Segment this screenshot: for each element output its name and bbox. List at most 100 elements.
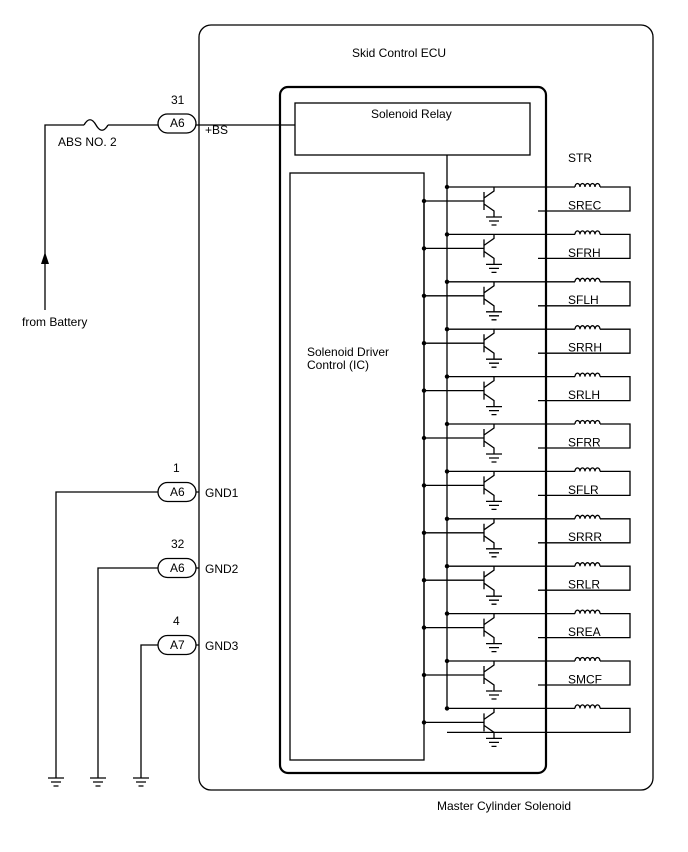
solenoid-driver-label-1: Solenoid Driver: [307, 345, 389, 359]
solenoid-relay-label: Solenoid Relay: [371, 107, 452, 121]
junction-dot: [444, 611, 450, 616]
solenoid-coil: [574, 656, 601, 662]
driver-transistor: [424, 234, 495, 265]
solenoid-row-smcf: SMCF: [421, 672, 631, 748]
connector-shell: [157, 634, 197, 656]
solenoid-coil: [574, 182, 601, 188]
ground-symbol: [486, 642, 502, 653]
solenoid-coil: [574, 325, 601, 330]
junction-dot: [444, 421, 450, 427]
solenoid-label: SFLR: [568, 483, 599, 497]
ground-symbol: [486, 405, 502, 416]
solenoid-wire: [447, 612, 631, 639]
ground-symbol: [486, 690, 502, 700]
driver-transistor: [424, 281, 495, 312]
ground-symbol: [486, 548, 502, 558]
footer-label: Master Cylinder Solenoid: [437, 799, 571, 813]
solenoid-coil: [574, 514, 601, 519]
solenoid-wire: [447, 328, 631, 354]
solenoid-row-srrh: SRRH: [421, 341, 631, 416]
connector-id: A6: [170, 561, 185, 575]
solenoid-coil: [574, 277, 601, 282]
junction-dot: [444, 279, 450, 284]
solenoid-coil: [574, 562, 601, 567]
solenoid-row-srec: SREC: [421, 198, 631, 274]
solenoid-label: SFRH: [568, 246, 601, 260]
solenoid-coil: [574, 467, 601, 472]
terminal-label: GND3: [205, 639, 239, 653]
solenoid-wire: [447, 186, 631, 212]
solenoid-label: SREC: [568, 198, 602, 212]
solenoid-row-srlr: SRLR: [421, 578, 631, 653]
solenoid-row-sflh: SFLH: [421, 293, 631, 368]
solenoid-row-sfrh: SFRH: [421, 246, 631, 321]
ground-symbol: [48, 777, 64, 787]
connector-id: A7: [170, 638, 185, 652]
junction-dot: [444, 706, 450, 711]
solenoid-label: SFRR: [568, 435, 601, 449]
power-wire: [44, 124, 295, 310]
pin-number: 1: [173, 461, 180, 475]
solenoid-coil: [574, 230, 601, 235]
solenoid-coil: [574, 419, 601, 425]
ground-symbol: [133, 777, 149, 787]
solenoid-coil: [574, 372, 601, 377]
solenoid-label: STR: [568, 151, 592, 165]
connector-shell: [157, 557, 197, 579]
junction-dot: [444, 564, 450, 569]
ground-symbol: [486, 358, 502, 368]
solenoid-row-srrr: SRRR: [421, 530, 631, 605]
ground-symbol: [486, 453, 502, 463]
solenoid-wire: [447, 233, 631, 260]
junction-dot: [444, 469, 450, 474]
ecu-title: Skid Control ECU: [352, 46, 446, 60]
driver-transistor: [424, 708, 495, 739]
ecu-box: [198, 24, 654, 791]
battery-arrow: [41, 252, 49, 264]
solenoid-coil: [574, 704, 601, 709]
driver-transistor: [424, 329, 495, 360]
ground-symbol: [486, 311, 502, 321]
solenoid-label: SRLH: [568, 388, 600, 402]
solenoid-wire: [447, 423, 631, 449]
fuse-symbol: [83, 119, 109, 131]
terminal-label: GND1: [205, 486, 239, 500]
solenoid-label: SREA: [568, 625, 601, 639]
ground-symbol: [90, 777, 106, 787]
driver-transistor: [424, 518, 495, 549]
driver-transistor: [424, 566, 495, 597]
solenoid-row-sfrr: SFRR: [421, 435, 631, 511]
solenoid-relay-box: [294, 102, 531, 156]
solenoid-driver-label-2: Control (IC): [307, 358, 369, 372]
solenoid-row-srlh: SRLH: [421, 388, 631, 463]
solenoid-label: SRLR: [568, 578, 600, 592]
solenoid-wire: [447, 518, 631, 544]
junction-dot: [444, 232, 450, 237]
ground-wire: [97, 567, 199, 778]
ground-symbol: [486, 263, 502, 274]
power-connector: A6 31 +BS: [157, 93, 228, 137]
solenoid-wire: [447, 660, 631, 686]
solenoid-row-srea: SREA: [421, 625, 631, 700]
solenoid-label: SRRH: [568, 341, 602, 355]
power-terminal-label: +BS: [205, 123, 228, 137]
inner-box: [278, 85, 548, 775]
solenoid-wire: [447, 281, 631, 307]
junction-dot: [444, 658, 450, 664]
battery-label: from Battery: [22, 315, 87, 329]
solenoid-wire: [447, 375, 631, 402]
driver-transistor: [424, 187, 495, 217]
solenoid-row-sflr: SFLR: [421, 483, 631, 558]
junction-dot: [444, 184, 450, 190]
solenoid-label: SMCF: [568, 672, 602, 686]
solenoid-row-str: STR: [421, 151, 631, 226]
solenoid-driver-box: [289, 172, 425, 761]
solenoid-wire: [447, 470, 631, 497]
solenoid-label: SFLH: [568, 293, 599, 307]
driver-transistor: [424, 471, 495, 502]
